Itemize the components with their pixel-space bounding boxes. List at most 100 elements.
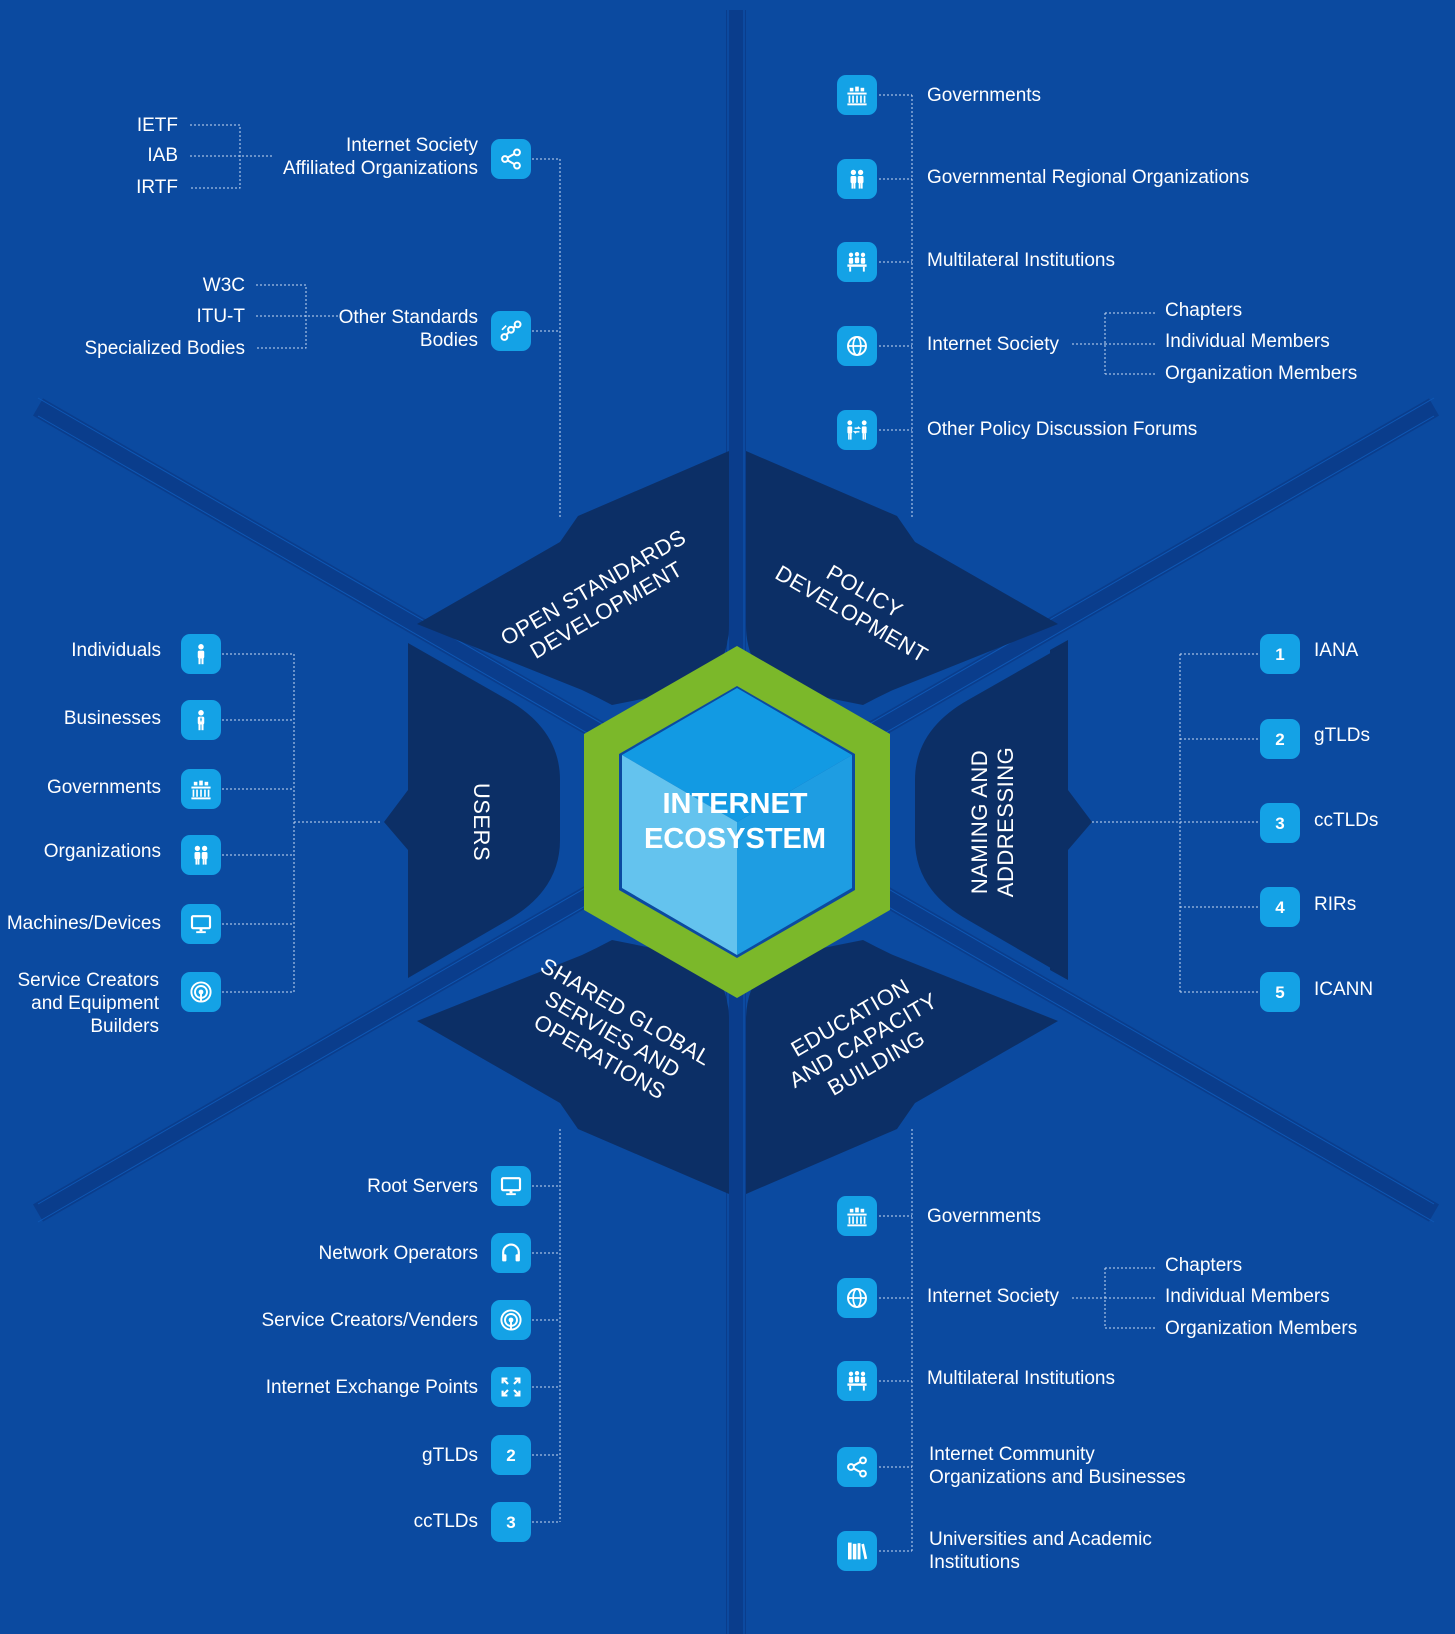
shared-item-gtlds[interactable]: 2 gTLDs bbox=[422, 1435, 531, 1475]
naming-item-gtlds[interactable]: 2 gTLDs bbox=[1260, 719, 1370, 759]
naming-item-label: RIRs bbox=[1314, 894, 1356, 915]
sector-shared bbox=[417, 940, 729, 1194]
users-item-service-creators[interactable]: Service Creators and Equipment Builders bbox=[18, 970, 222, 1037]
users-item-governments[interactable]: Governments bbox=[47, 769, 221, 809]
policy-item-label: Other Policy Discussion Forums bbox=[927, 419, 1197, 440]
other-standards-label-line2: Bodies bbox=[420, 330, 478, 351]
shared-item-service-creators[interactable]: Service Creators/Venders bbox=[262, 1300, 532, 1340]
isoc-affiliated-node[interactable]: Internet Society Affiliated Organization… bbox=[283, 135, 531, 179]
child-itu-t: ITU-T bbox=[196, 306, 245, 327]
users-item-label: Machines/Devices bbox=[7, 913, 161, 934]
sector-policy bbox=[746, 451, 1058, 705]
users-item-label-line3: Builders bbox=[90, 1016, 159, 1037]
number-badge-1: 1 bbox=[1275, 645, 1284, 664]
core-title-line1: INTERNET bbox=[663, 788, 808, 820]
sector-shapes bbox=[384, 451, 1092, 1194]
users-group: Individuals Businesses Governments Organ… bbox=[7, 634, 382, 1037]
naming-item-rirs[interactable]: 4 RIRs bbox=[1260, 887, 1356, 927]
sector-open-standards bbox=[417, 451, 729, 705]
shared-item-label: ccTLDs bbox=[414, 1511, 478, 1532]
education-item-label-line2: Organizations and Businesses bbox=[929, 1467, 1186, 1488]
policy-isoc-individual-members: Individual Members bbox=[1165, 331, 1330, 352]
policy-item-label: Governmental Regional Organizations bbox=[927, 167, 1249, 188]
users-item-organizations[interactable]: Organizations bbox=[44, 835, 221, 875]
child-iab: IAB bbox=[147, 145, 178, 166]
section-users-label: USERS bbox=[469, 783, 494, 861]
education-isoc-chapters: Chapters bbox=[1165, 1255, 1242, 1276]
naming-item-label: ccTLDs bbox=[1314, 810, 1378, 831]
naming-item-label: gTLDs bbox=[1314, 725, 1370, 746]
naming-item-label: IANA bbox=[1314, 640, 1359, 661]
policy-group: Governments Governmental Regional Organi… bbox=[837, 75, 1357, 517]
shared-item-network-operators[interactable]: Network Operators bbox=[319, 1233, 531, 1273]
section-naming-line2: ADDRESSING bbox=[993, 747, 1018, 897]
shared-item-cctlds[interactable]: 3 ccTLDs bbox=[414, 1502, 531, 1542]
naming-item-cctlds[interactable]: 3 ccTLDs bbox=[1260, 803, 1378, 843]
open-standards-group: Internet Society Affiliated Organization… bbox=[84, 115, 561, 517]
policy-item-other-forums[interactable]: Other Policy Discussion Forums bbox=[837, 410, 1197, 450]
users-item-businesses[interactable]: Businesses bbox=[64, 700, 221, 740]
users-item-label: Individuals bbox=[71, 640, 161, 661]
users-item-label-line2: and Equipment bbox=[31, 993, 160, 1014]
users-item-label-line1: Service Creators bbox=[18, 970, 160, 991]
number-badge-4: 4 bbox=[1275, 898, 1285, 917]
section-naming-line1: NAMING AND bbox=[967, 750, 992, 894]
shared-item-label: gTLDs bbox=[422, 1445, 478, 1466]
child-irtf: IRTF bbox=[136, 177, 178, 198]
core-title-line2: ECOSYSTEM bbox=[644, 823, 826, 855]
users-item-label: Governments bbox=[47, 777, 161, 798]
policy-isoc-organization-members: Organization Members bbox=[1165, 363, 1357, 384]
education-isoc-individual-members: Individual Members bbox=[1165, 1286, 1330, 1307]
government-building-icon bbox=[191, 780, 211, 800]
education-item-label: Multilateral Institutions bbox=[927, 1368, 1115, 1389]
shared-item-label: Internet Exchange Points bbox=[266, 1377, 478, 1398]
education-item-label-line2: Institutions bbox=[929, 1552, 1020, 1573]
isoc-affiliated-label-line2: Affiliated Organizations bbox=[283, 158, 478, 179]
naming-item-iana[interactable]: 1 IANA bbox=[1260, 634, 1359, 674]
shared-item-root-servers[interactable]: Root Servers bbox=[367, 1166, 531, 1206]
shared-item-label: Network Operators bbox=[319, 1243, 478, 1264]
naming-item-label: ICANN bbox=[1314, 979, 1373, 1000]
policy-item-multilateral[interactable]: Multilateral Institutions bbox=[837, 242, 1115, 282]
education-item-governments[interactable]: Governments bbox=[837, 1196, 1041, 1236]
shared-item-label: Service Creators/Venders bbox=[262, 1310, 479, 1331]
education-isoc-organization-members: Organization Members bbox=[1165, 1318, 1357, 1339]
education-item-label: Governments bbox=[927, 1206, 1041, 1227]
users-item-machines[interactable]: Machines/Devices bbox=[7, 904, 221, 944]
users-item-label: Businesses bbox=[64, 708, 161, 729]
users-item-individuals[interactable]: Individuals bbox=[71, 634, 221, 674]
internet-ecosystem-core: INTERNET ECOSYSTEM bbox=[584, 646, 890, 998]
education-item-universities[interactable]: Universities and Academic Institutions bbox=[837, 1529, 1152, 1573]
education-item-label-line1: Universities and Academic bbox=[929, 1529, 1152, 1550]
sector-naming-main bbox=[915, 643, 1068, 978]
child-ietf: IETF bbox=[137, 115, 178, 136]
policy-isoc-chapters: Chapters bbox=[1165, 300, 1242, 321]
shared-item-label: Root Servers bbox=[367, 1176, 478, 1197]
other-standards-label-line1: Other Standards bbox=[339, 307, 478, 328]
number-badge-3: 3 bbox=[1275, 814, 1284, 833]
education-item-label-line1: Internet Community bbox=[929, 1444, 1095, 1465]
education-item-internet-society[interactable]: Internet Society bbox=[837, 1278, 1060, 1318]
child-specialized-bodies: Specialized Bodies bbox=[84, 338, 245, 359]
sector-education bbox=[746, 940, 1058, 1194]
education-group: Governments Internet Society Chapters In… bbox=[837, 1129, 1357, 1573]
policy-item-label: Multilateral Institutions bbox=[927, 250, 1115, 271]
number-badge-5: 5 bbox=[1275, 983, 1284, 1002]
naming-item-icann[interactable]: 5 ICANN bbox=[1260, 972, 1373, 1012]
policy-item-label: Internet Society bbox=[927, 334, 1060, 355]
sector-users bbox=[408, 643, 560, 978]
policy-item-governments[interactable]: Governments bbox=[837, 75, 1041, 115]
policy-item-internet-society[interactable]: Internet Society bbox=[837, 326, 1060, 366]
naming-group: 1 IANA 2 gTLDs 3 ccTLDs 4 RIRs 5 ICANN bbox=[1092, 634, 1378, 1012]
broadcast-icon bbox=[190, 981, 212, 1003]
broadcast-icon bbox=[500, 1309, 522, 1331]
other-standards-node[interactable]: Other Standards Bodies bbox=[339, 307, 531, 351]
shared-item-ixps[interactable]: Internet Exchange Points bbox=[266, 1367, 531, 1407]
education-item-multilateral[interactable]: Multilateral Institutions bbox=[837, 1361, 1115, 1401]
education-item-label: Internet Society bbox=[927, 1286, 1060, 1307]
users-item-label: Organizations bbox=[44, 841, 161, 862]
policy-item-regional-orgs[interactable]: Governmental Regional Organizations bbox=[837, 159, 1249, 199]
education-item-community-orgs[interactable]: Internet Community Organizations and Bus… bbox=[837, 1444, 1186, 1488]
